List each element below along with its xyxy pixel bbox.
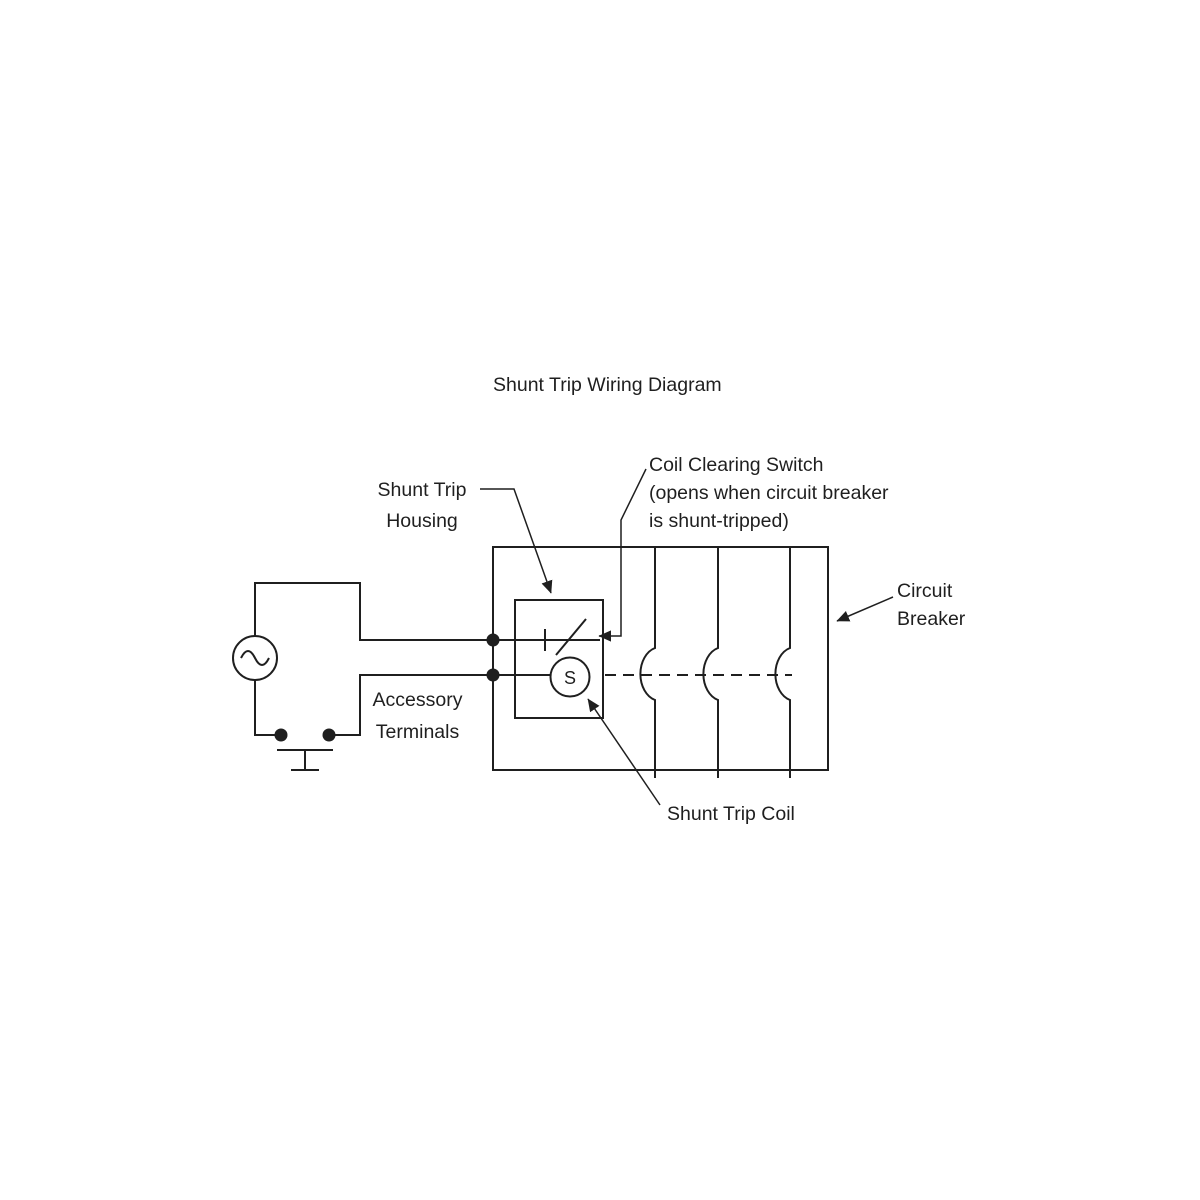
wire-pushbutton-to-coil (329, 674, 551, 736)
label-circuit-breaker: Circuit Breaker (897, 577, 965, 633)
circuit-breaker-box (492, 546, 829, 771)
label-line: Accessory (372, 689, 463, 711)
label-line: (opens when circuit breaker (649, 482, 889, 504)
coil-clearing-switch-symbol (544, 618, 587, 656)
breaker-pole-contacts (639, 547, 791, 778)
pushbutton-actuator (277, 749, 333, 771)
label-line: Shunt Trip (377, 479, 467, 501)
coil-letter: S (564, 668, 576, 688)
label-line: Coil Clearing Switch (649, 454, 824, 476)
label-shunt-trip-housing: Shunt Trip Housing (366, 475, 478, 537)
label-accessory-terminals: Accessory Terminals (360, 684, 475, 748)
label-line: Housing (386, 510, 458, 532)
shunt-trip-coil-symbol: S (549, 656, 591, 698)
label-line: Breaker (897, 608, 966, 630)
leader-shunt-trip-housing (480, 488, 553, 594)
shunt-trip-housing-box (514, 599, 604, 719)
label-shunt-trip-coil: Shunt Trip Coil (667, 803, 795, 825)
leader-coil-clearing-switch (598, 468, 647, 642)
accessory-terminal-bottom (486, 668, 500, 682)
ac-source (232, 635, 278, 681)
pushbutton-contact-right (322, 728, 336, 742)
sine-wave-icon (240, 650, 270, 666)
wire-source-to-pushbutton (254, 680, 281, 736)
leader-circuit-breaker (836, 596, 894, 622)
diagram-title: Shunt Trip Wiring Diagram (493, 374, 722, 396)
wire-top-run (254, 582, 600, 641)
pushbutton-contact-left (274, 728, 288, 742)
label-line: Terminals (375, 721, 460, 743)
label-line: is shunt-tripped) (649, 510, 789, 532)
label-coil-clearing-switch: Coil Clearing Switch (opens when circuit… (649, 451, 889, 535)
pushbutton-switch (274, 728, 336, 771)
leader-shunt-trip-coil (587, 698, 661, 806)
label-line: Circuit (897, 580, 953, 602)
accessory-terminal-top (486, 633, 500, 647)
